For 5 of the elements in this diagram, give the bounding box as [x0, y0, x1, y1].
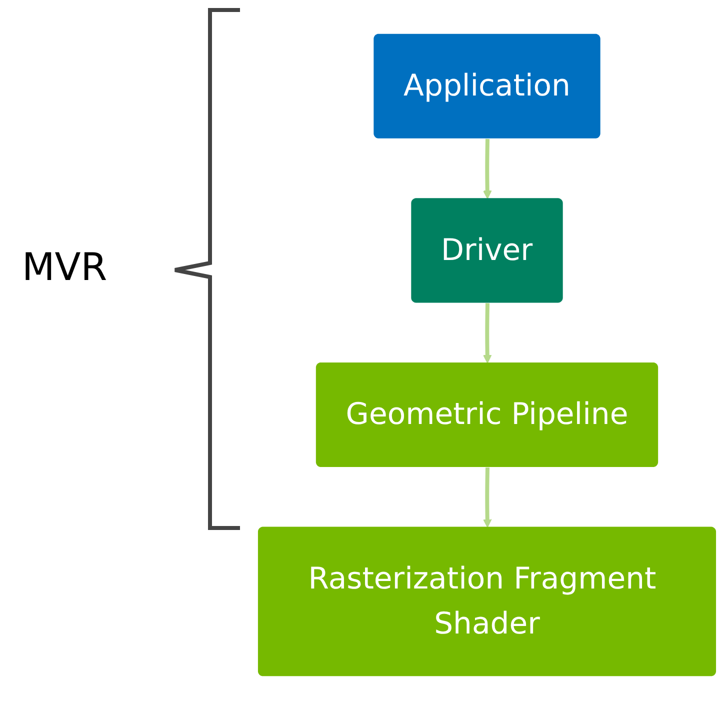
process-box: Geometric Pipeline — [316, 362, 658, 468]
process-box: Rasterization Fragment Shader — [258, 526, 716, 676]
group-label: MVR — [22, 245, 108, 289]
process-box: Application — [374, 34, 600, 138]
process-box: Driver — [411, 198, 563, 303]
